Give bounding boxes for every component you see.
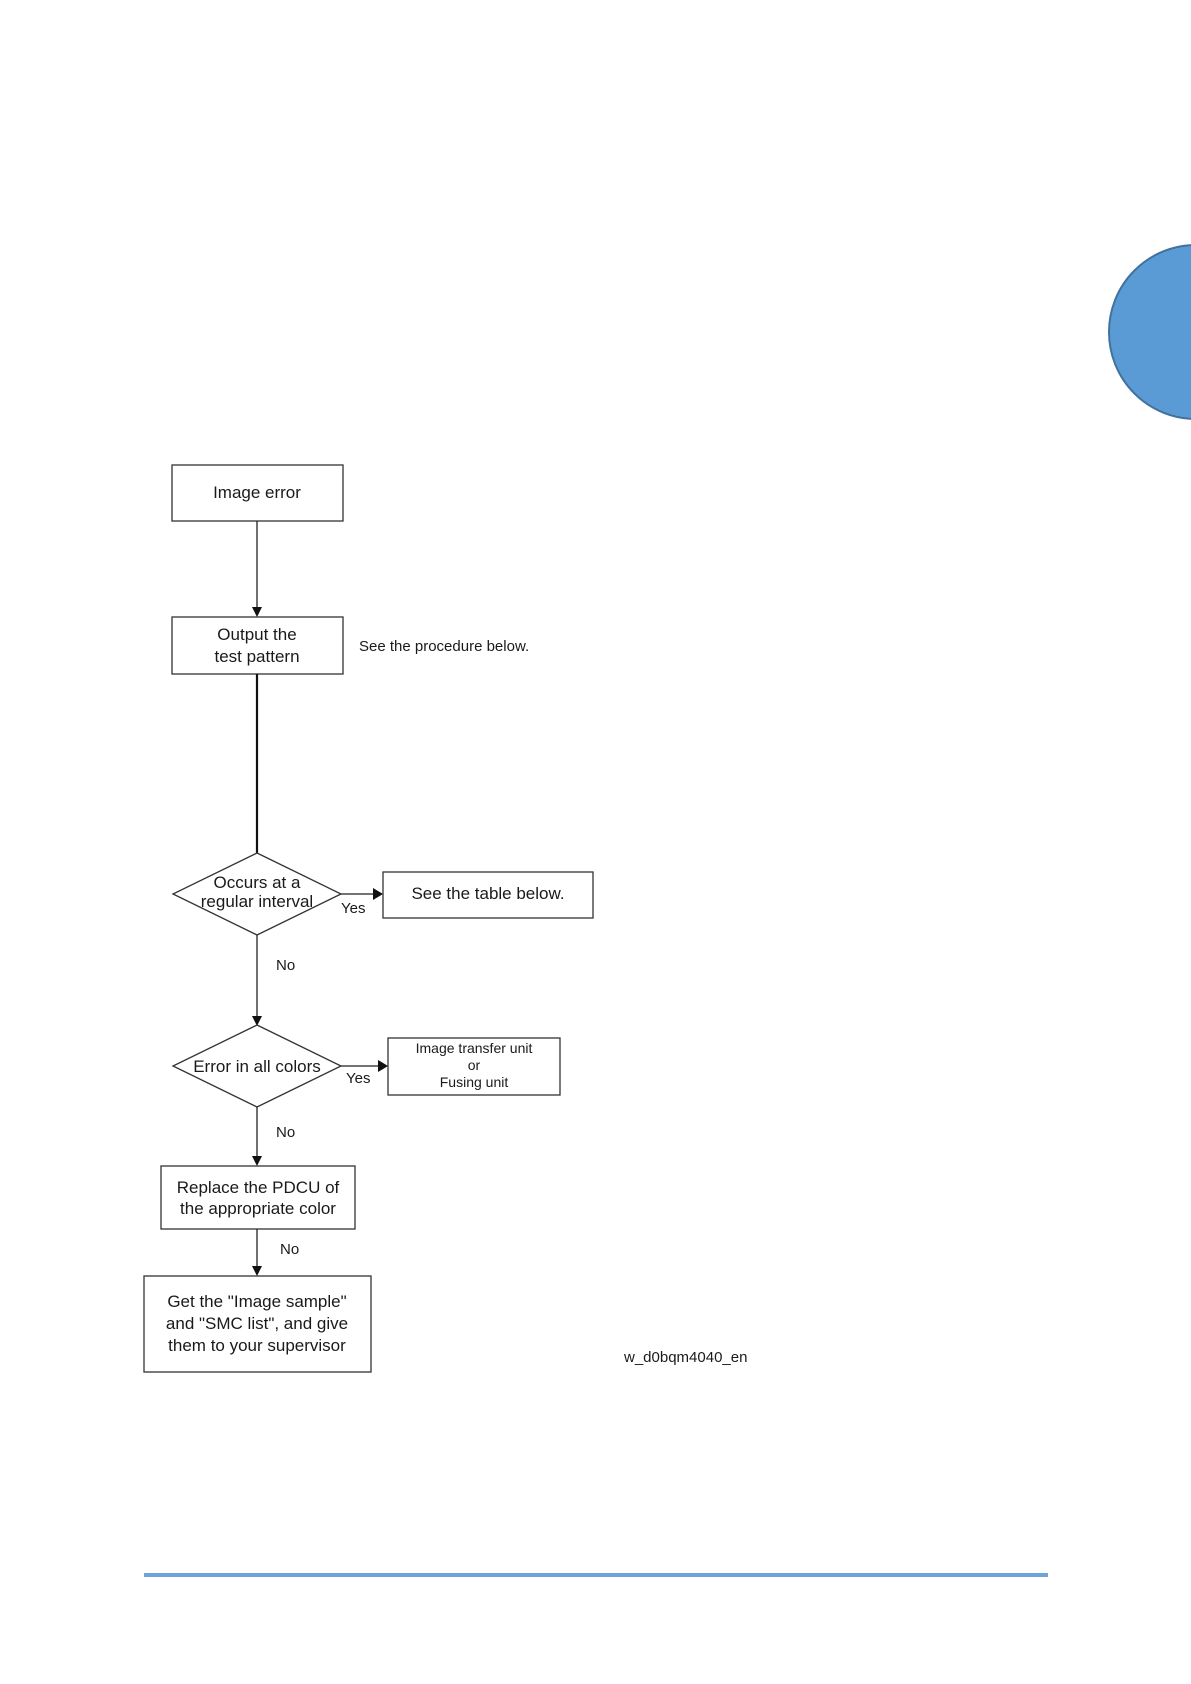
node-get-image-sample: Get the "Image sample" and "SMC list", a… bbox=[143, 1275, 372, 1373]
transfer-line2: or bbox=[468, 1057, 481, 1073]
decision1-line2: regular interval bbox=[201, 892, 313, 911]
footer-rule bbox=[144, 1573, 1048, 1577]
figure-id: w_d0bqm4040_en bbox=[623, 1349, 747, 1366]
final-line1: Get the "Image sample" bbox=[167, 1292, 346, 1311]
replace-line2: the appropriate color bbox=[180, 1199, 336, 1218]
node-decision-regular-interval: Occurs at a regular interval bbox=[171, 852, 343, 936]
transfer-line3: Fusing unit bbox=[440, 1074, 509, 1090]
final-line2: and "SMC list", and give bbox=[166, 1314, 348, 1333]
edge-decision1-no bbox=[252, 935, 262, 1026]
edge-decision1-yes bbox=[341, 888, 383, 900]
node-see-table-below: See the table below. bbox=[382, 871, 594, 919]
edge-decision2-no bbox=[252, 1107, 262, 1166]
node-image-error-label: Image error bbox=[213, 483, 301, 502]
node-output-line2: test pattern bbox=[214, 647, 299, 666]
decision2-yes-label: Yes bbox=[346, 1070, 370, 1087]
decision2-no-label: No bbox=[276, 1124, 295, 1141]
decision1-line1: Occurs at a bbox=[214, 873, 301, 892]
section-tab bbox=[1108, 244, 1191, 420]
final-line3: them to your supervisor bbox=[168, 1336, 346, 1355]
replace-line1: Replace the PDCU of bbox=[177, 1178, 340, 1197]
edge-image-error-to-output bbox=[252, 521, 262, 617]
node-image-error: Image error bbox=[171, 464, 344, 522]
decision1-no-label: No bbox=[276, 957, 295, 974]
edge-replace-no bbox=[252, 1229, 262, 1276]
decision1-yes-label: Yes bbox=[341, 900, 365, 917]
node-output-line1: Output the bbox=[217, 625, 296, 644]
edge-decision2-yes bbox=[341, 1060, 388, 1072]
replace-no-label: No bbox=[280, 1241, 299, 1258]
decision2-label: Error in all colors bbox=[193, 1057, 321, 1076]
node-transfer-or-fusing: Image transfer unit or Fusing unit bbox=[387, 1037, 561, 1096]
node-decision-all-colors: Error in all colors bbox=[171, 1024, 343, 1108]
node-see-table-below-label: See the table below. bbox=[411, 884, 564, 903]
node-replace-pdcu: Replace the PDCU of the appropriate colo… bbox=[160, 1165, 356, 1230]
transfer-line1: Image transfer unit bbox=[416, 1040, 533, 1056]
output-note: See the procedure below. bbox=[359, 638, 529, 655]
node-output-test-pattern: Output the test pattern bbox=[171, 616, 344, 675]
